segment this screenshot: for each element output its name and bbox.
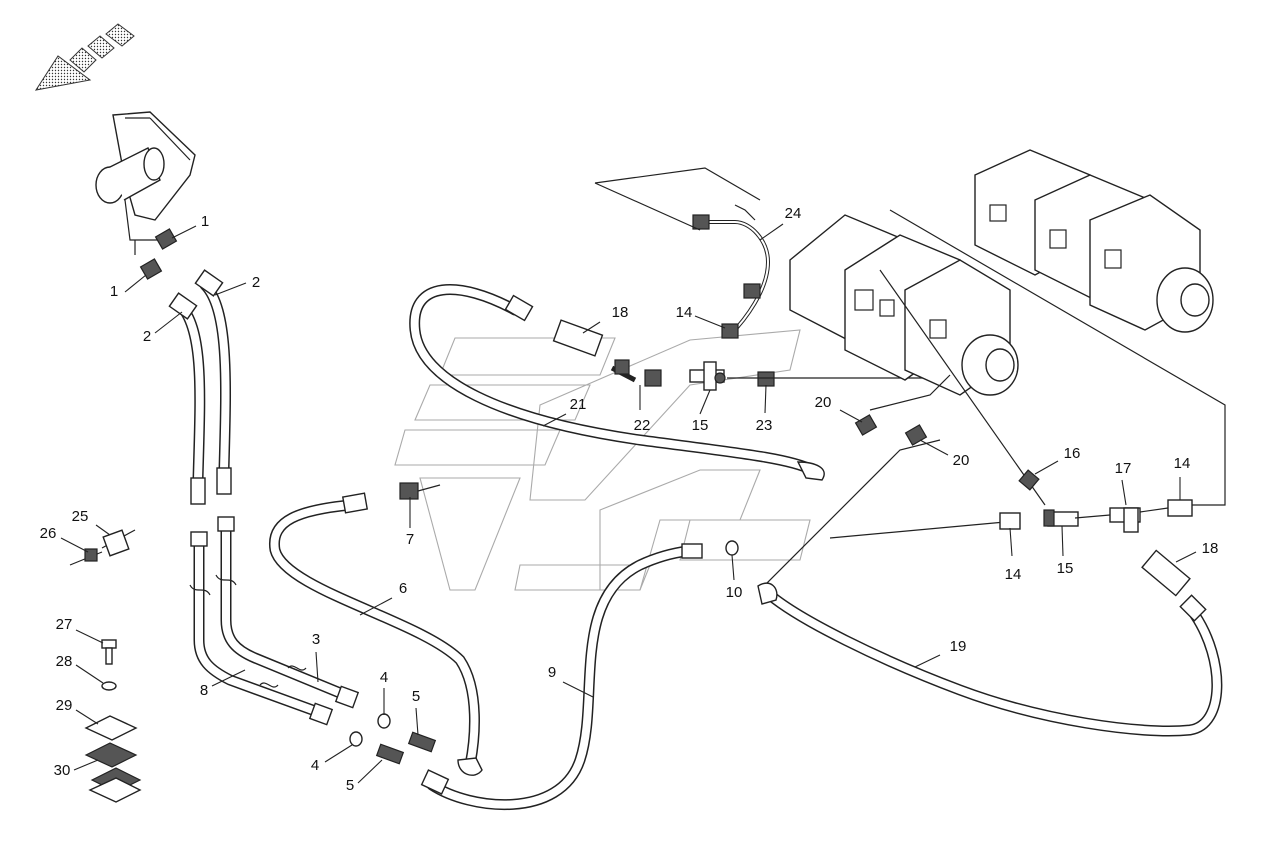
adapter-7 — [399, 482, 441, 500]
hose-3 — [220, 519, 351, 701]
tee-15-upper — [689, 361, 726, 391]
callout-2-right: 2 — [252, 274, 260, 291]
hose-19 — [757, 582, 1223, 737]
callout-10: 10 — [726, 584, 743, 601]
fitting-16 — [1018, 469, 1040, 491]
nut-3 — [217, 516, 235, 532]
callout-9: 9 — [548, 664, 556, 681]
hose-end-lower-right — [216, 467, 232, 495]
nut-8-end — [308, 702, 334, 726]
tee-15-lower — [1043, 509, 1079, 527]
pipe-line-right-end — [1139, 507, 1169, 513]
callout-5-upper: 5 — [412, 688, 420, 705]
washer-4-upper — [377, 713, 391, 729]
bolt-27 — [101, 639, 117, 665]
fitting-14-right — [1167, 499, 1193, 517]
valve-block-top-right — [974, 149, 1214, 333]
nut-3-end — [334, 685, 360, 709]
clamp-30 — [84, 742, 142, 803]
callout-2-left: 2 — [143, 328, 151, 345]
callout-14-lower: 14 — [1005, 566, 1022, 583]
tube-24 — [692, 204, 771, 339]
callout-14-right: 14 — [1174, 455, 1191, 472]
callout-8: 8 — [200, 682, 208, 699]
callout-24: 24 — [785, 205, 802, 222]
fitting-1-upper — [154, 228, 178, 250]
assembly-outline-lines — [594, 167, 1226, 591]
callout-19: 19 — [950, 638, 967, 655]
filter-18-lower — [1141, 549, 1191, 597]
adapter-5-lower — [375, 743, 405, 765]
clamp-plate-29 — [84, 715, 138, 741]
callout-15-upper: 15 — [692, 417, 709, 434]
callout-22: 22 — [634, 417, 651, 434]
valve-mount-bracket — [95, 111, 196, 255]
fitting-20-upper — [854, 414, 878, 436]
filter-18-upper — [552, 319, 604, 357]
pipe-line-lower — [829, 521, 1006, 539]
callout-20-upper: 20 — [815, 394, 832, 411]
hose-2-left — [174, 299, 206, 486]
adapter-23 — [757, 371, 775, 387]
elbow-22 — [610, 359, 662, 387]
washer-28 — [101, 681, 117, 691]
callout-17: 17 — [1115, 460, 1132, 477]
callout-25: 25 — [72, 508, 89, 525]
leader-lines — [60, 223, 1197, 784]
callout-6: 6 — [399, 580, 407, 597]
callout-30: 30 — [54, 762, 71, 779]
tee-17 — [1109, 507, 1141, 533]
callout-20-lower: 20 — [953, 452, 970, 469]
callout-21: 21 — [570, 396, 587, 413]
callout-18-upper: 18 — [612, 304, 629, 321]
callout-1-upper: 1 — [201, 213, 209, 230]
hose-2-right — [199, 279, 231, 476]
nut-8 — [190, 531, 208, 547]
callout-23: 23 — [756, 417, 773, 434]
hose-end-2-lower — [168, 292, 198, 320]
callout-1-lower: 1 — [110, 283, 118, 300]
callout-16: 16 — [1064, 445, 1081, 462]
hose-21 — [409, 284, 825, 481]
hose-end-lower-left — [190, 477, 206, 505]
callout-4-upper: 4 — [380, 669, 388, 686]
washer-10 — [725, 540, 739, 556]
callout-27: 27 — [56, 616, 73, 633]
callout-7: 7 — [406, 531, 414, 548]
cap-25 — [101, 529, 136, 557]
callout-29: 29 — [56, 697, 73, 714]
callout-5-lower: 5 — [346, 777, 354, 794]
callout-14-upper: 14 — [676, 304, 693, 321]
adapter-5-upper — [407, 731, 437, 753]
callout-26: 26 — [40, 525, 57, 542]
callout-4-lower: 4 — [311, 757, 319, 774]
hose-end-2-upper — [194, 269, 224, 297]
callout-labels: 1 1 2 2 3 4 4 5 5 6 7 8 9 10 14 14 14 15… — [40, 205, 1219, 794]
hose-6 — [269, 492, 483, 776]
pipe-line-right — [1074, 514, 1111, 519]
hose-break-mark — [189, 574, 307, 688]
hose-8 — [193, 534, 324, 718]
callout-3: 3 — [312, 631, 320, 648]
callout-15-lower: 15 — [1057, 560, 1074, 577]
fitting-1-lower — [139, 258, 163, 280]
hose-9 — [420, 543, 703, 811]
callout-18-lower: 18 — [1202, 540, 1219, 557]
callout-28: 28 — [56, 653, 73, 670]
direction-arrow-icon — [34, 23, 135, 91]
fitting-14-lower — [999, 512, 1021, 530]
washer-4-lower — [349, 731, 363, 747]
